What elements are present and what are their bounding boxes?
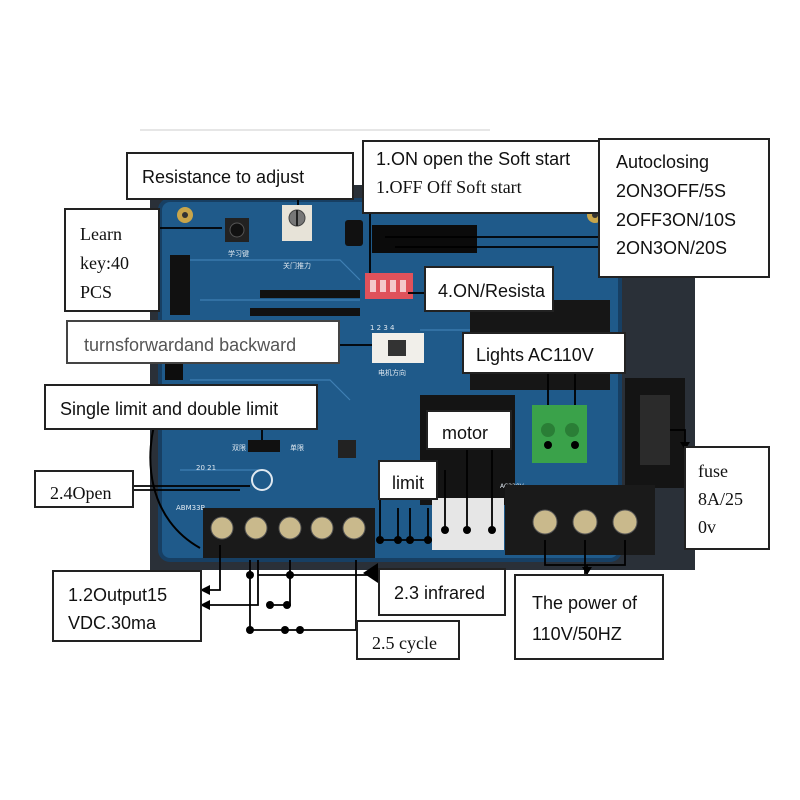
turns-callout: turnsforwardand backward — [66, 320, 340, 364]
leader-lines — [134, 196, 686, 631]
force-silk: 关门推力 — [283, 261, 311, 270]
limit-jumper — [248, 440, 280, 452]
resista-callout: 4.ON/Resista — [424, 266, 554, 312]
direction-switch-knob — [388, 340, 406, 356]
lights-screw — [541, 423, 555, 437]
dip-numbers-silk: 1 2 3 4 — [370, 324, 395, 332]
power-callout: The power of 110V/50HZ — [514, 574, 664, 660]
resistance-callout: Resistance to adjust — [126, 152, 354, 200]
direction-silk: 电机方向 — [378, 368, 406, 377]
soft-start-callout: 1.ON open the Soft start 1.OFF Off Soft … — [362, 140, 604, 214]
motor-callout: motor — [426, 410, 512, 450]
left-connector — [170, 255, 190, 315]
output-line-2: VDC.30ma — [68, 612, 157, 633]
learn-key-silk: 学习键 — [228, 249, 249, 258]
dip-switch-toggles — [370, 280, 406, 292]
single-silk: 单限 — [290, 443, 304, 452]
fuse-callout: fuse 8A/25 0v — [684, 446, 770, 550]
double-silk: 双限 — [232, 443, 246, 452]
resistance-label: Resistance to adjust — [142, 167, 305, 187]
lights-screw — [565, 423, 579, 437]
signal-terminal-screws — [210, 516, 366, 540]
model-silk: ABM33B — [176, 504, 206, 512]
limit-callout: limit — [378, 460, 438, 500]
power-line-1: The power of — [532, 593, 638, 613]
lights-callout: Lights AC110V — [462, 332, 626, 374]
single-limit-label: Single limit and double limit — [60, 399, 279, 419]
soft-start-line-1: 1.ON open the Soft start — [376, 149, 571, 169]
learn-line-2: key:40 — [80, 252, 129, 273]
terminal-ring — [251, 469, 273, 491]
autoclosing-callout: Autoclosing 2ON3OFF/5S 2OFF3ON/10S 2ON3O… — [598, 138, 770, 278]
open-label: 2.4Open — [50, 483, 112, 503]
limit-connector — [432, 498, 504, 550]
capacitor — [345, 220, 363, 246]
lights-terminal — [532, 405, 587, 463]
ic-header — [372, 225, 477, 253]
lights-label: Lights AC110V — [476, 345, 594, 365]
pin-header-row — [250, 290, 360, 316]
pins-silk: 20 21 — [196, 464, 216, 472]
turns-label: turnsforwardand backward — [84, 335, 297, 355]
learn-key-callout: Learn key:40 PCS — [64, 208, 160, 312]
single-limit-callout: Single limit and double limit — [44, 384, 318, 430]
output-line-1: 1.2Output15 — [68, 585, 168, 605]
infrared-label: 2.3 infrared — [394, 583, 486, 603]
infrared-callout: 2.3 infrared — [378, 568, 506, 616]
autoclosing-title: Autoclosing — [616, 152, 710, 172]
fuse-line-1: fuse — [698, 461, 728, 481]
fuse-line-2: 8A/25 — [698, 488, 743, 509]
soft-start-line-2: 1.OFF Off Soft start — [376, 176, 522, 197]
output-callout: 1.2Output15 VDC.30ma — [52, 570, 202, 642]
learn-line-3: PCS — [80, 281, 113, 302]
mount-hole-center — [182, 212, 188, 218]
cycle-label: 2.5 cycle — [372, 633, 437, 653]
learn-line-1: Learn — [80, 224, 122, 244]
autoclosing-option-3: 2ON3ON/20S — [616, 238, 728, 259]
autoclosing-option-1: 2ON3OFF/5S — [616, 180, 727, 201]
small-button — [338, 440, 356, 458]
fuse — [640, 395, 670, 465]
fuse-line-3: 0v — [698, 516, 716, 537]
open-callout: 2.4Open — [34, 470, 134, 508]
connection-dots — [246, 441, 579, 634]
motor-label: motor — [442, 423, 489, 443]
limit-label: limit — [392, 473, 424, 493]
learn-key-cap — [229, 222, 245, 238]
power-line-2: 110V/50HZ — [532, 623, 622, 644]
power-terminal-screws — [532, 509, 638, 535]
resista-label: 4.ON/Resista — [438, 281, 546, 301]
autoclosing-option-2: 2OFF3ON/10S — [616, 209, 737, 230]
cycle-callout: 2.5 cycle — [356, 620, 460, 660]
